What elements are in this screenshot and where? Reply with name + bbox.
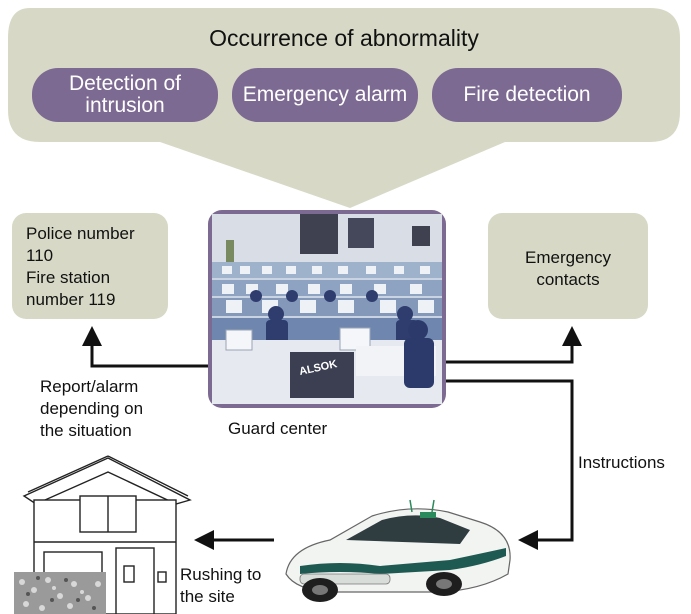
police-line-4: number 119 bbox=[26, 290, 116, 309]
arrowheads bbox=[82, 326, 582, 550]
arrow-left-car bbox=[518, 530, 538, 550]
house-shrubs bbox=[14, 572, 106, 614]
pill-label: Fire detection bbox=[463, 83, 591, 106]
pill-detection-of-intrusion: Detection of intrusion bbox=[32, 68, 218, 122]
police-fire-box: Police number 110 Fire station number 11… bbox=[12, 213, 168, 319]
contacts-line-2: contacts bbox=[536, 270, 600, 289]
contacts-line bbox=[446, 340, 574, 364]
report-line bbox=[90, 340, 208, 368]
car-logo: ALSOK bbox=[456, 560, 476, 566]
pill-label: Emergency alarm bbox=[242, 83, 408, 106]
arrow-up-contacts bbox=[562, 326, 582, 346]
police-line-3: Fire station bbox=[26, 268, 111, 287]
arrow-up-police bbox=[82, 326, 102, 346]
rushing-label-line-2: the site bbox=[180, 587, 235, 606]
pill-line-2: intrusion bbox=[85, 94, 165, 117]
patrol-car-illustration bbox=[285, 499, 511, 602]
instructions-line bbox=[446, 379, 574, 542]
pill-emergency-alarm: Emergency alarm bbox=[232, 68, 418, 122]
rushing-label-line-1: Rushing to bbox=[180, 565, 262, 584]
pill-line-1: Detection of bbox=[68, 72, 182, 95]
report-label-line-3: the situation bbox=[40, 421, 132, 440]
emergency-contacts-box: Emergency contacts bbox=[488, 213, 648, 319]
report-label-line-2: depending on bbox=[40, 399, 144, 418]
report-label-line-1: Report/alarm bbox=[40, 377, 139, 396]
instructions-label: Instructions bbox=[578, 453, 665, 472]
connector-lines bbox=[90, 340, 574, 542]
contacts-line-1: Emergency bbox=[525, 248, 611, 267]
guard-center-photo bbox=[208, 210, 446, 408]
arrow-left-house bbox=[194, 530, 214, 550]
police-line-2: 110 bbox=[26, 246, 54, 265]
police-line-1: Police number bbox=[26, 224, 135, 243]
pill-fire-detection: Fire detection bbox=[432, 68, 622, 122]
guard-center-label: Guard center bbox=[228, 419, 328, 438]
header-title: Occurrence of abnormality bbox=[209, 25, 479, 51]
